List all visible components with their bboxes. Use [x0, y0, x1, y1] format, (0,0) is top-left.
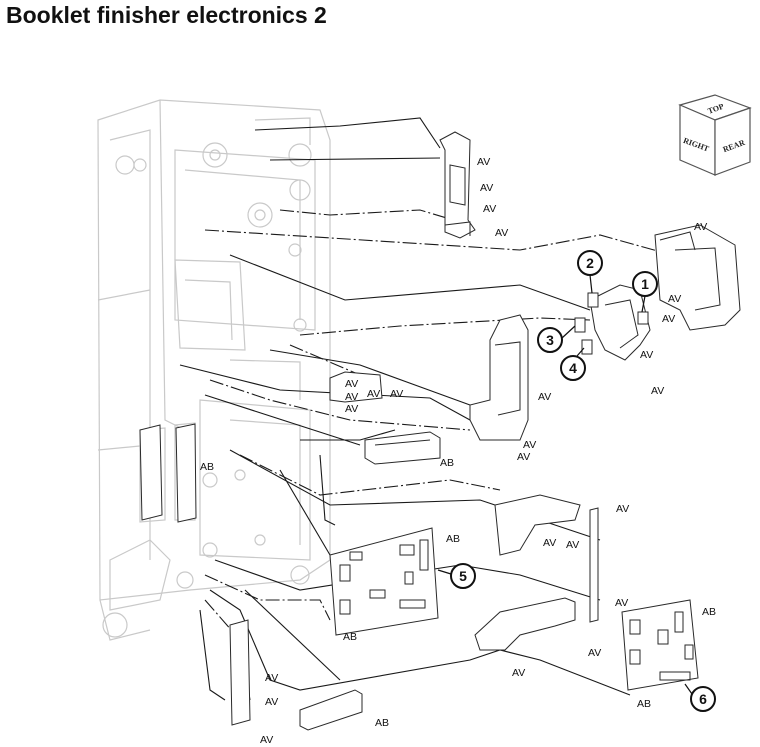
- callouts: 1 2 3 4 5 6: [437, 250, 716, 712]
- label-av: AV: [260, 734, 273, 746]
- label-ab: AB: [446, 533, 460, 545]
- callout-6: 6: [684, 683, 716, 712]
- label-ab: AB: [637, 698, 651, 710]
- label-av: AV: [662, 313, 675, 325]
- svg-text:2: 2: [586, 255, 594, 271]
- label-ab: AB: [343, 631, 357, 643]
- page-title: Booklet finisher electronics 2: [6, 2, 327, 28]
- svg-text:3: 3: [546, 332, 554, 348]
- connector-labels: AV AV AV AV AV AV AV AV AV AV AV AV AV A…: [200, 156, 716, 746]
- small-sensor-mount: [329, 371, 383, 403]
- label-av: AV: [694, 221, 707, 233]
- label-av: AV: [265, 672, 278, 684]
- label-av: AV: [523, 439, 536, 451]
- control-board-6: [621, 599, 699, 691]
- callout-4: 4: [560, 347, 586, 381]
- connector-block: [364, 431, 441, 465]
- label-av: AV: [566, 539, 579, 551]
- left-side-brackets: [139, 423, 197, 523]
- svg-text:4: 4: [569, 360, 577, 376]
- label-ab: AB: [702, 606, 716, 618]
- label-av: AV: [616, 503, 629, 515]
- svg-text:6: 6: [699, 691, 707, 707]
- middle-bracket: [469, 314, 529, 441]
- bottom-connector-block: [299, 689, 363, 731]
- label-av: AV: [480, 182, 493, 194]
- finisher-frame-illustration: [97, 99, 331, 641]
- label-av: AV: [477, 156, 490, 168]
- label-av: AV: [512, 667, 525, 679]
- orientation-cube: TOP RIGHT REAR: [678, 94, 752, 176]
- label-av: AV: [651, 385, 664, 397]
- label-av: AV: [265, 696, 278, 708]
- label-ab: AB: [375, 717, 389, 729]
- lower-bracket: [474, 597, 576, 651]
- label-av: AV: [588, 647, 601, 659]
- parts: [139, 131, 741, 731]
- label-av: AV: [483, 203, 496, 215]
- label-ab: AB: [440, 457, 454, 469]
- label-av: AV: [538, 391, 551, 403]
- right-bracket-assembly: [654, 224, 741, 331]
- label-av: AV: [495, 227, 508, 239]
- label-av: AV: [345, 391, 358, 403]
- bottom-vertical-bracket: [229, 619, 251, 726]
- label-av: AV: [668, 293, 681, 305]
- label-av: AV: [517, 451, 530, 463]
- label-av: AV: [345, 403, 358, 415]
- top-sensor-bracket: [439, 131, 476, 239]
- callout-2: 2: [577, 250, 603, 294]
- label-ab: AB: [200, 461, 214, 473]
- label-av: AV: [367, 388, 380, 400]
- label-av: AV: [345, 378, 358, 390]
- callout-3: 3: [537, 325, 576, 353]
- svg-text:1: 1: [641, 276, 649, 292]
- sensor-cluster: [574, 284, 651, 361]
- label-av: AV: [543, 537, 556, 549]
- board-mount-bracket: [494, 494, 599, 623]
- control-board-5: [329, 527, 439, 636]
- label-av: AV: [615, 597, 628, 609]
- label-av: AV: [390, 388, 403, 400]
- callout-1: 1: [632, 271, 658, 313]
- leader-lines: [179, 117, 691, 701]
- callout-5: 5: [437, 563, 476, 589]
- label-av: AV: [640, 349, 653, 361]
- svg-text:5: 5: [459, 568, 467, 584]
